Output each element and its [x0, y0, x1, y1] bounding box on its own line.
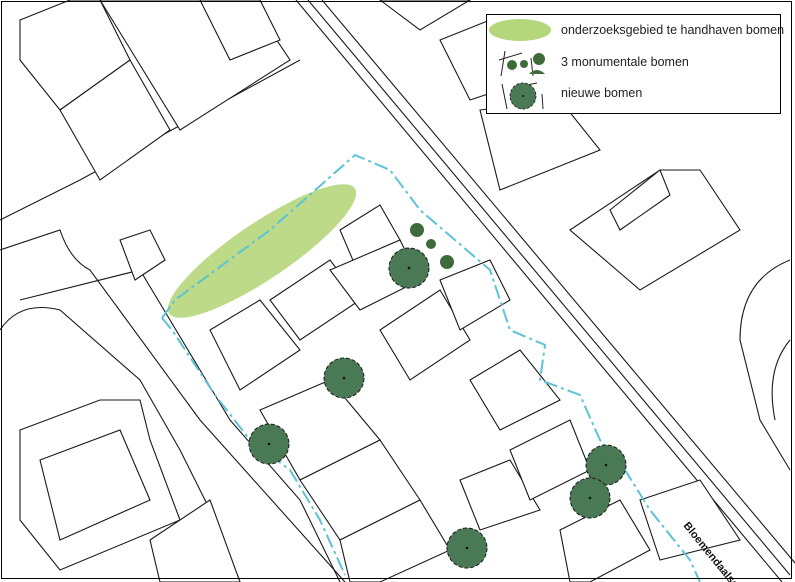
green-ellipse-icon	[489, 19, 551, 41]
new-tree-icon	[585, 444, 627, 486]
new-tree-icon	[446, 527, 488, 569]
buildings	[19, 0, 741, 582]
building	[149, 499, 241, 582]
new-tree-icon	[323, 357, 365, 399]
building	[379, 0, 472, 31]
building	[199, 0, 281, 61]
legend-item-new-trees: nieuwe bomen	[487, 79, 780, 110]
legend-item-monumental-trees: 3 monumentale bomen	[487, 48, 780, 78]
road-edge	[739, 259, 791, 471]
building	[639, 479, 741, 561]
building	[119, 229, 166, 281]
new-tree-icon	[569, 477, 611, 519]
road-edge	[771, 339, 791, 421]
building	[559, 499, 651, 582]
legend-label: onderzoeksgebied te handhaven bomen	[561, 23, 785, 37]
new-trees	[248, 247, 627, 569]
new-tree-icon	[388, 247, 430, 289]
new-tree-icon	[248, 423, 290, 465]
building	[59, 59, 171, 181]
study-area-ellipse	[167, 184, 357, 318]
road-edge	[19, 269, 341, 582]
monumental-trees-icon	[498, 50, 545, 77]
building	[459, 459, 541, 531]
monumental-tree-icon	[410, 223, 424, 237]
monumental-tree-icon	[426, 239, 436, 249]
legend-item-study-area: onderzoeksgebied te handhaven bomen	[487, 16, 784, 46]
building	[339, 499, 451, 582]
map-legend: onderzoeksgebied te handhaven bomen 3 mo…	[486, 14, 784, 114]
monumental-trees	[410, 223, 454, 269]
building	[569, 169, 741, 291]
tree-crown-icon	[501, 82, 544, 110]
road-edge	[0, 229, 346, 582]
monumental-tree-icon	[440, 255, 454, 269]
building	[209, 299, 301, 391]
building	[39, 429, 151, 541]
legend-label: 3 monumentale bomen	[561, 55, 689, 69]
building	[469, 349, 561, 431]
road-edge	[321, 0, 795, 564]
building	[379, 289, 471, 381]
building	[439, 259, 511, 331]
road-edge	[307, 0, 791, 576]
legend-label: nieuwe bomen	[561, 86, 643, 100]
road-edge	[0, 306, 241, 582]
road-edge	[0, 59, 301, 221]
building	[609, 169, 671, 231]
